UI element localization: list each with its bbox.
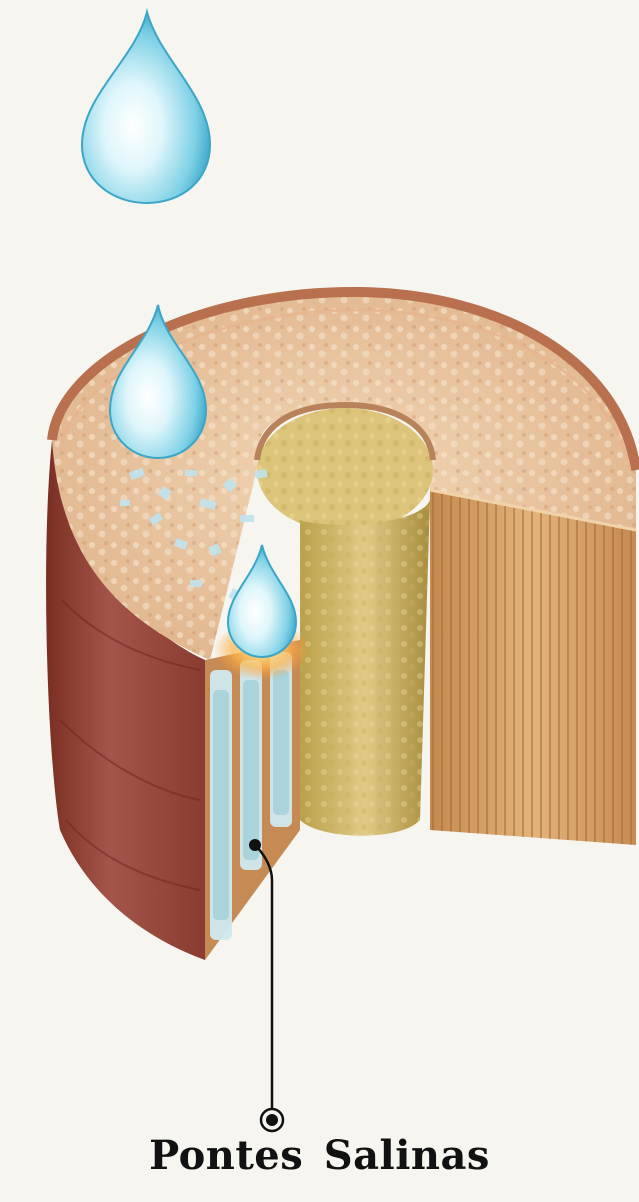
callout-target-dot [266,1114,278,1126]
water-drop-top-icon [82,12,210,203]
salt-bridges-label: Pontes Salinas [0,1132,639,1179]
water-drop-bottom-icon [228,545,296,657]
